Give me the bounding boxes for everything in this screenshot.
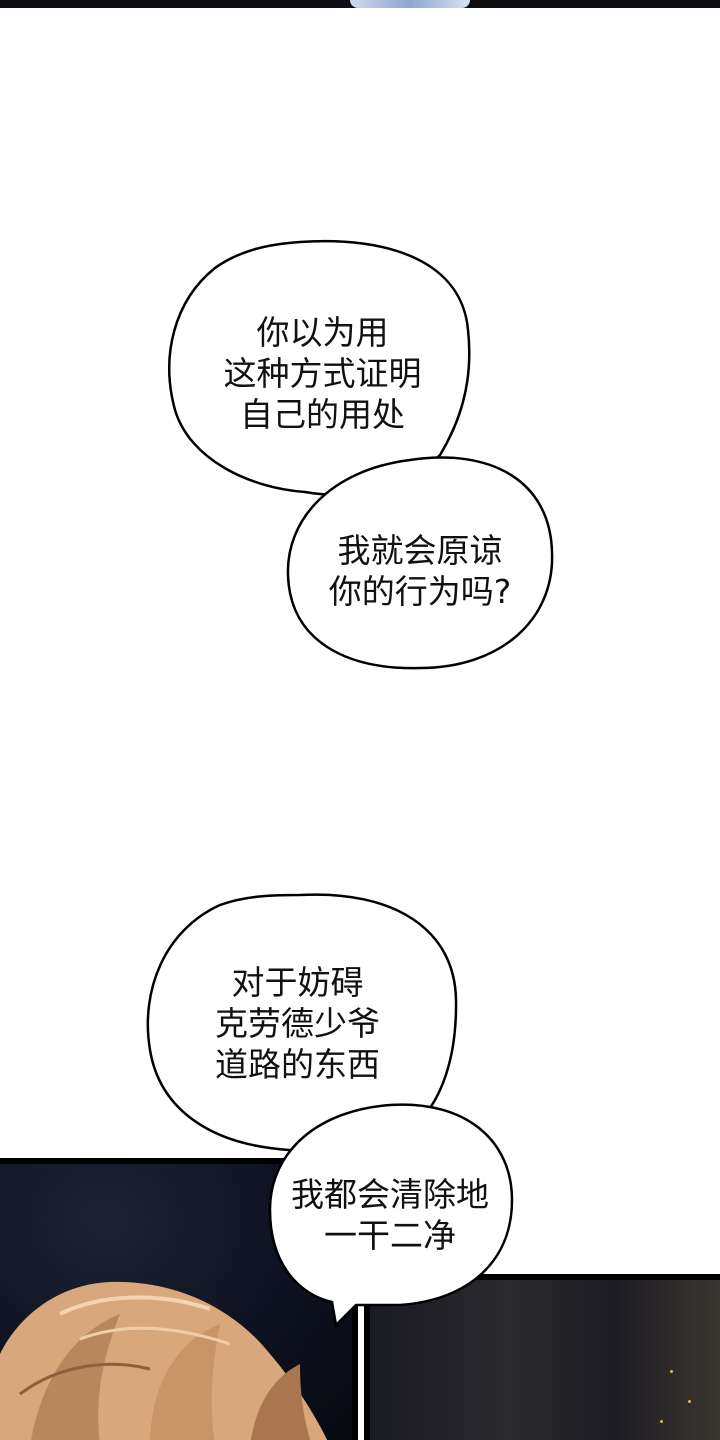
dialogue-line: 道路的东西 [215,1045,380,1084]
character-panel [0,1158,358,1440]
dialogue-line: 克劳德少爷 [215,1004,380,1043]
top-panel-edge [0,0,720,8]
speech-bubble-3-text: 对于妨碍 克劳德少爷 道路的东西 [165,962,430,1085]
speech-bubble-1-text: 你以为用 这种方式证明 自己的用处 [190,312,455,435]
speech-bubble-3 [146,893,458,1153]
speech-bubble-2-text: 我就会原谅 你的行为吗? [300,530,540,612]
dialogue-line: 自己的用处 [240,395,405,434]
hair-fragment [350,0,470,8]
character-hair-art [0,1281,328,1440]
speech-bubble-4 [268,1103,514,1328]
dialogue-line: 你以为用 [256,313,389,352]
dialogue-line: 我都会清除地 [291,1175,489,1214]
speech-bubble-4-text: 我都会清除地 一干二净 [275,1174,505,1256]
speech-bubble-2 [286,456,554,670]
dialogue-line: 你的行为吗? [328,572,512,611]
dialogue-line: 我就会原谅 [337,531,503,570]
dialogue-line: 对于妨碍 [231,963,364,1002]
light-speck [660,1420,663,1423]
light-speck [670,1370,673,1373]
light-speck [688,1400,691,1403]
dialogue-line: 这种方式证明 [223,354,422,393]
dialogue-line: 一干二净 [324,1216,456,1255]
speech-bubble-1 [168,240,471,496]
